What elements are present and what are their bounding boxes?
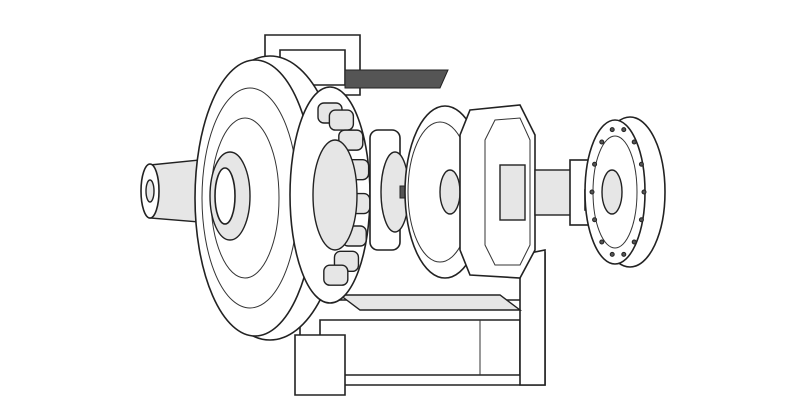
stator [459,104,536,279]
base-frame [294,249,546,396]
bolt-hole [641,189,647,195]
bolt-hole [599,239,605,245]
bolt-hole [638,161,644,167]
magnet-segment [323,264,349,286]
end-plate [584,116,666,268]
bolt-hole [638,217,644,223]
bolt-hole [592,217,598,223]
bolt-hole [589,189,595,195]
bolt-hole [609,251,615,257]
bolt-hole [631,239,637,245]
bolt-hole [621,251,627,257]
bolt-hole [609,127,615,133]
rotor-ring [289,86,371,304]
magnet-segment [328,109,355,131]
bolt-hole [592,161,598,167]
bolt-hole [631,139,637,145]
bolt-hole [599,139,605,145]
bolt-hole [621,127,627,133]
